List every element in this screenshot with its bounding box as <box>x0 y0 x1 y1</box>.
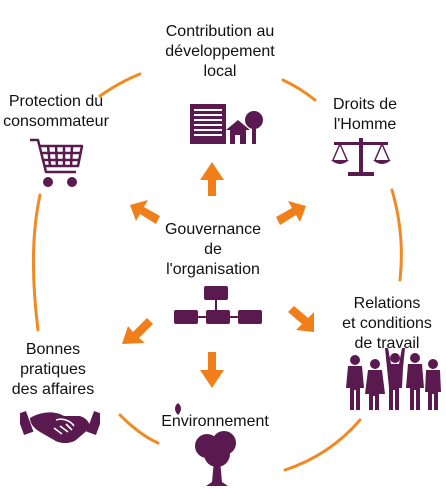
arrow-upper-left <box>130 200 160 224</box>
building-with-tree-icon <box>190 104 263 144</box>
ring-segment-bottom-right <box>283 418 362 472</box>
tree-icon <box>195 431 236 486</box>
shopping-cart-icon <box>30 138 84 187</box>
label-development: Contribution au développement local <box>165 23 275 80</box>
handshake-icon <box>20 410 100 443</box>
label-environment: Environnement <box>161 413 269 430</box>
org-chart-icon <box>174 286 262 324</box>
arrow-lower-left <box>122 318 153 344</box>
label-governance: Gouvernance de l'organisation <box>164 221 262 278</box>
label-fair-practices: Bonnes pratiques des affaires <box>11 341 95 398</box>
ring-segment-left <box>31 193 42 332</box>
people-group-icon <box>346 348 441 410</box>
arrow-up <box>200 162 224 196</box>
ring-segment-right <box>390 188 403 282</box>
arrow-down <box>200 352 224 388</box>
leaf-mark-icon <box>175 403 181 415</box>
arrow-upper-right <box>276 201 306 225</box>
label-human-rights: Droits de l'Homme <box>332 96 398 133</box>
label-labour-relations: Relations et conditions de travail <box>342 295 432 352</box>
ring-segment-bottom-left <box>118 413 160 445</box>
label-consumer-protection: Protection du consommateur <box>3 93 109 130</box>
ring-segment-top-right <box>281 78 317 102</box>
arrow-lower-right <box>288 306 314 332</box>
scales-icon <box>331 138 391 176</box>
ring-segment-top-left <box>98 72 142 98</box>
